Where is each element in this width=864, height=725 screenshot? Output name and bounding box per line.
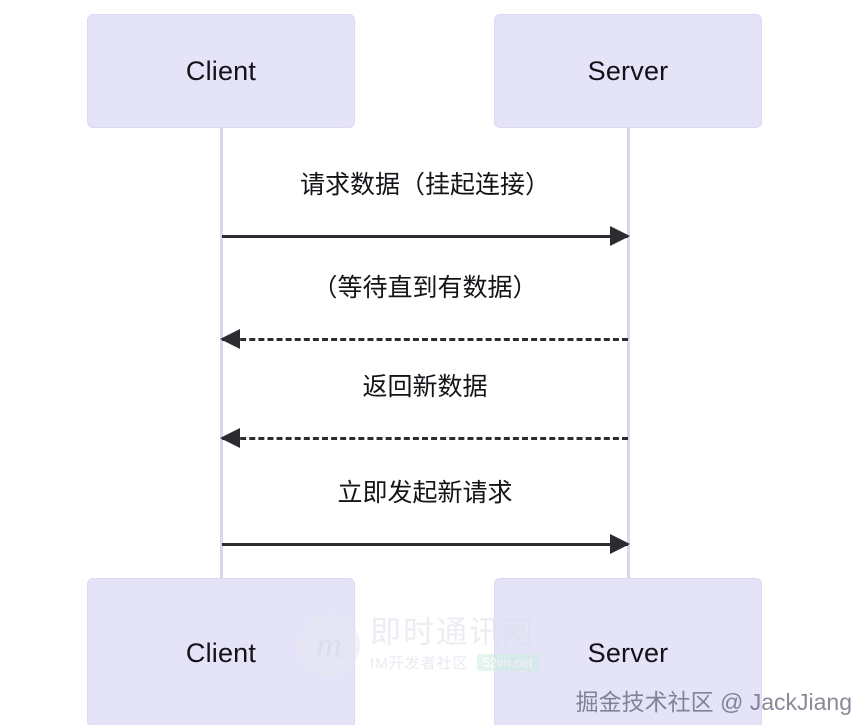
message-line-1 xyxy=(222,338,628,341)
arrowhead-left-icon-1 xyxy=(220,329,240,349)
watermark-sub-text: IM开发者社区 xyxy=(370,655,469,673)
arrowhead-right-icon-0 xyxy=(610,226,630,246)
message-label-2: 返回新数据 xyxy=(362,373,488,401)
participant-label-client-top: Client xyxy=(185,55,257,86)
lifeline-server xyxy=(627,128,630,580)
message-line-0 xyxy=(222,235,628,238)
participant-box-server-top[interactable]: Server xyxy=(494,14,762,128)
participant-box-client-bottom[interactable]: Client xyxy=(87,578,355,725)
message-line-3 xyxy=(222,543,628,546)
participant-box-server-bottom[interactable]: Server xyxy=(494,578,762,725)
credit-text: 掘金技术社区 @ JackJiang xyxy=(575,689,852,715)
participant-label-client-bottom: Client xyxy=(185,637,257,668)
lifeline-client xyxy=(220,128,223,580)
participant-label-server-bottom: Server xyxy=(587,637,669,668)
message-label-0: 请求数据（挂起连接） xyxy=(299,171,550,199)
arrowhead-right-icon-3 xyxy=(610,534,630,554)
participant-label-server-top: Server xyxy=(587,55,669,86)
participant-box-client-top[interactable]: Client xyxy=(87,14,355,128)
message-line-2 xyxy=(222,437,628,440)
arrowhead-left-icon-2 xyxy=(220,428,240,448)
message-label-1: （等待直到有数据） xyxy=(312,274,538,302)
message-label-3: 立即发起新请求 xyxy=(337,479,513,507)
